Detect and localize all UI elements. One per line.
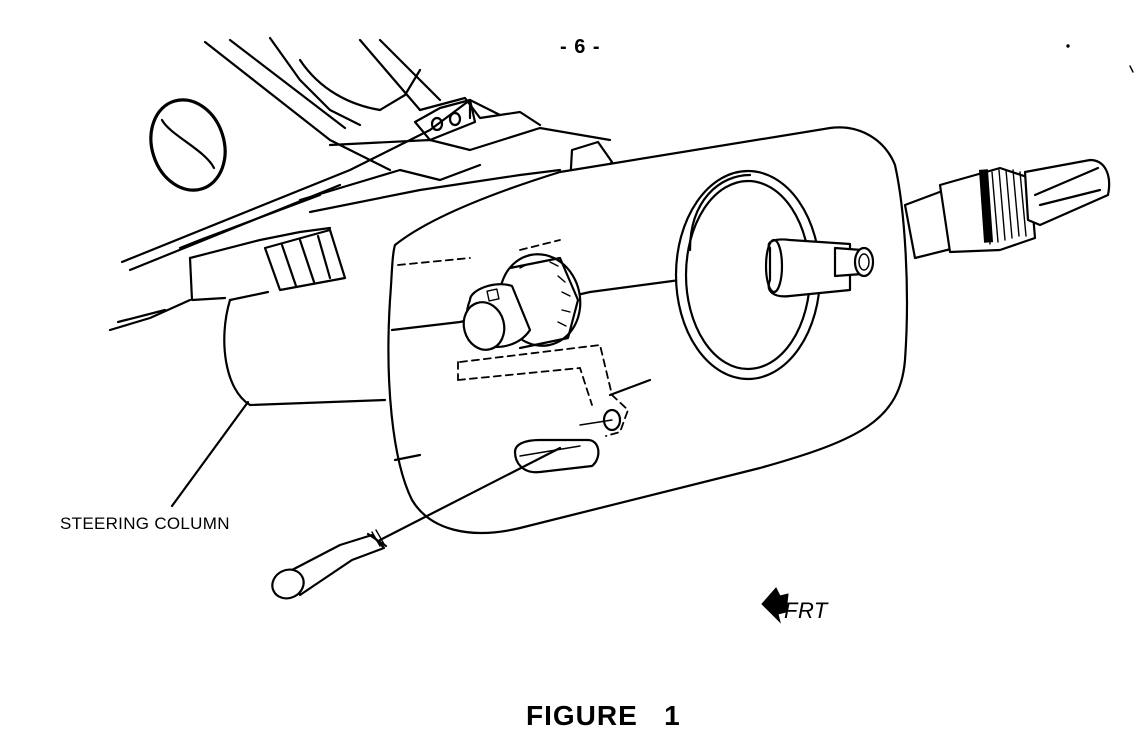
front-direction-label: FRT: [784, 598, 828, 623]
steering-shaft-hub: [674, 169, 875, 381]
key-release-path: [457, 344, 630, 437]
figure-caption: FIGURE 1: [526, 700, 681, 731]
access-slot: [513, 438, 600, 474]
release-tool: [271, 446, 562, 600]
steering-column-label: STEERING COLUMN: [60, 514, 230, 533]
front-direction-arrow-icon: [761, 587, 789, 624]
ignition-lock-cylinder: [462, 253, 582, 351]
scan-specks: [1066, 44, 1134, 73]
multifunction-lever: [903, 158, 1111, 260]
steering-column-leader-line: [170, 400, 250, 508]
dashboard-structure: [108, 36, 614, 332]
steering-column-tube: [223, 290, 387, 407]
page-number: - 6 -: [560, 36, 601, 58]
